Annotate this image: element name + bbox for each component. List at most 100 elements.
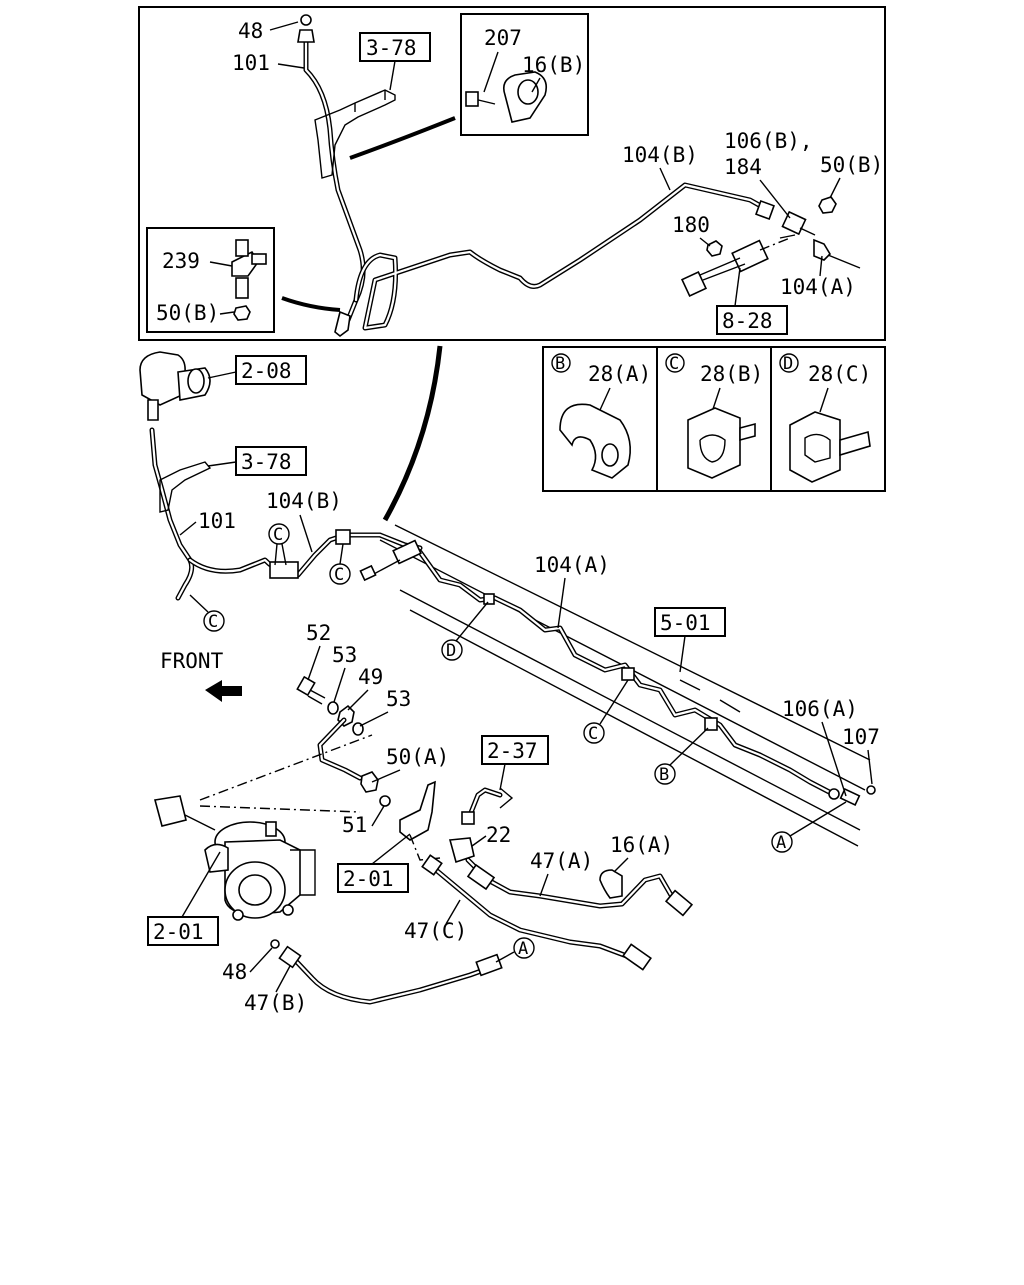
label-207: 207 [484, 26, 522, 50]
label-107: 107 [842, 725, 880, 749]
label-101-top: 101 [232, 51, 270, 75]
top-washer-48 [300, 14, 312, 26]
clip-b-position [704, 717, 718, 731]
marker-a-1: A [776, 833, 786, 853]
label-48-lower: 48 [222, 960, 247, 984]
ref-box-2-01-b [147, 916, 219, 946]
top-bracket-3-78 [314, 89, 396, 179]
label-47b: 47(B) [244, 991, 307, 1015]
front-label: FRONT [160, 649, 224, 673]
label-104b-mid: 104(B) [266, 489, 342, 513]
label-180: 180 [672, 213, 710, 237]
front-arrow-icon [205, 680, 242, 702]
pipe-47b [278, 945, 503, 1005]
clip-28b-drawing [687, 407, 756, 479]
ref-box-2-08 [235, 355, 307, 385]
label-47a: 47(A) [530, 849, 593, 873]
label-16b: 16(B) [522, 53, 585, 77]
clip-c-position [621, 667, 635, 681]
top-detail-frame [138, 6, 886, 341]
label-106b: 106(B), [724, 129, 813, 153]
clip-mid-2 [335, 529, 351, 545]
marker-b-1: B [659, 765, 669, 785]
clip-28c-drawing [789, 411, 871, 483]
mid-pipe-104b [187, 532, 423, 578]
label-51: 51 [342, 813, 367, 837]
panel-c-part: 28(B) [700, 362, 763, 386]
marker-c-2: C [334, 565, 344, 585]
label-50b-top: 50(B) [820, 153, 883, 177]
marker-d-1: D [446, 641, 456, 661]
label-101-mid: 101 [198, 509, 236, 533]
label-239: 239 [162, 249, 200, 273]
mid-switch [359, 539, 422, 582]
mid-bracket-3-78 [159, 461, 212, 513]
panel-b-letter: B [555, 354, 565, 374]
ref-box-8-28 [716, 305, 788, 335]
label-53-a: 53 [332, 643, 357, 667]
top-pointer-curve [349, 116, 456, 160]
hose-2-37 [461, 787, 514, 825]
tee-pointer-curve [281, 296, 341, 312]
label-22: 22 [486, 823, 511, 847]
label-104a-mid: 104(A) [534, 553, 610, 577]
label-50b-inset: 50(B) [156, 301, 219, 325]
clip-d-position [483, 593, 495, 605]
pipe-47a [465, 857, 694, 917]
top-brake-switch [680, 237, 791, 298]
label-50a: 50(A) [386, 745, 449, 769]
clip-detail-panels [542, 346, 886, 492]
ref-2-01-b[interactable]: 2-01 [153, 920, 204, 944]
mid-pipe-101 [149, 427, 195, 601]
label-16a: 16(A) [610, 833, 673, 857]
label-104b-top: 104(B) [622, 143, 698, 167]
label-49: 49 [358, 665, 383, 689]
washer-48-lower [270, 939, 280, 949]
top-lower-fitting [334, 310, 351, 338]
ref-box-2-37 [481, 735, 549, 765]
main-pointer-curve [382, 345, 443, 522]
panel-d-letter: D [783, 354, 793, 374]
master-cylinder-reservoir [139, 351, 211, 421]
label-53-b: 53 [386, 687, 411, 711]
inset-tee-box [146, 227, 275, 333]
clip-mid-1 [269, 561, 299, 579]
top-union-48 [297, 29, 315, 43]
top-fitting-106b [706, 196, 861, 269]
rear-fitting-106a [828, 785, 876, 806]
ref-2-01-a[interactable]: 2-01 [343, 867, 394, 891]
tee-239-drawing [231, 239, 267, 321]
label-104a-top: 104(A) [780, 275, 856, 299]
label-184: 184 [724, 155, 762, 179]
pipe-47c [421, 854, 652, 971]
label-52: 52 [306, 621, 331, 645]
ref-3-78-mid[interactable]: 3-78 [241, 450, 292, 474]
ref-5-01[interactable]: 5-01 [660, 611, 711, 635]
bracket-2-01 [399, 780, 436, 841]
clip-16a [599, 869, 623, 899]
marker-c-1: C [273, 525, 283, 545]
clip-28a-drawing [559, 403, 631, 479]
marker-c-3: C [208, 612, 218, 632]
inset-clamp-box [460, 13, 589, 136]
lower-short-pipe [317, 717, 363, 781]
panel-d-part: 28(C) [808, 362, 871, 386]
clamp-16b-drawing [465, 71, 548, 123]
panel-c-letter: C [669, 354, 679, 374]
tee-22 [448, 837, 475, 864]
top-pipe-104b [353, 182, 771, 331]
ref-2-08[interactable]: 2-08 [241, 359, 292, 383]
washer-51 [379, 795, 391, 807]
label-47c: 47(C) [404, 919, 467, 943]
panel-b-part: 28(A) [588, 362, 651, 386]
label-48-top: 48 [238, 19, 263, 43]
union-bolt-group [296, 675, 364, 736]
marker-c-4: C [588, 724, 598, 744]
label-106a: 106(A) [782, 697, 858, 721]
top-pipe-101 [303, 37, 366, 323]
ref-8-28[interactable]: 8-28 [722, 309, 773, 333]
ref-3-78-top[interactable]: 3-78 [366, 36, 417, 60]
ref-2-37[interactable]: 2-37 [487, 739, 538, 763]
nut-50a [360, 771, 379, 793]
